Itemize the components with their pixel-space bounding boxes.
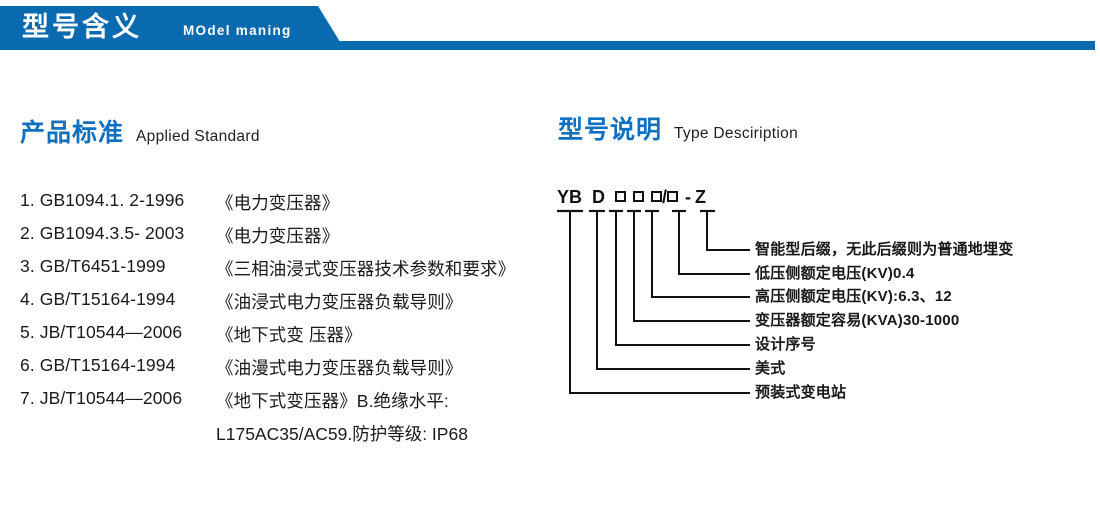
page-title-en: MOdel maning (183, 23, 292, 38)
section-heading-cn: 产品标准 (20, 119, 125, 147)
code-placeholder-box (633, 191, 645, 202)
standard-name-continuation: L175AC35/AC59.防护等级: IP68 (216, 424, 468, 444)
header-accent-block (0, 6, 345, 50)
section-heading-applied-standard: 产品标准 Applied Standard (20, 113, 260, 149)
standard-name: 《电力变压器》 (216, 226, 340, 246)
type-label-rated-capacity: 变压器额定容易(KVA)30-1000 (755, 312, 960, 329)
page-title-cn: 型号含义 (22, 12, 142, 42)
page-header-banner: 型号含义 MOdel maning (0, 0, 1100, 56)
leader-line-3 (651, 211, 750, 298)
standard-code: 7. JB/T10544—2006 (20, 388, 183, 408)
leader-line-diagram (557, 209, 750, 394)
code-segment-dash: - (685, 187, 692, 207)
standard-name: 《地下式变压器》B.绝缘水平: (216, 391, 449, 411)
standard-code: 5. JB/T10544—2006 (20, 322, 183, 342)
code-segment-slash: / (662, 187, 668, 207)
type-label-american-style: 美式 (755, 360, 786, 377)
code-segment-yb: YB (557, 187, 583, 207)
type-label-smart-suffix: 智能型后缀，无此后缀则为普通地埋变 (755, 241, 1014, 258)
standard-code: 3. GB/T6451-1999 (20, 256, 166, 276)
standard-name: 《电力变压器》 (216, 193, 340, 213)
standard-name: 《油漫式电力变压器负载导则》 (216, 358, 463, 378)
standard-code: 1. GB1094.1. 2-1996 (20, 190, 185, 210)
code-placeholder-box (667, 191, 679, 202)
type-code-string: YB D /-Z (557, 186, 706, 208)
list-item: 4. GB/T15164-1994 《油浸式电力变压器负载导则》 (20, 289, 560, 322)
standard-name: 《地下式变 压器》 (216, 325, 362, 345)
standard-code: 4. GB/T15164-1994 (20, 289, 176, 309)
leader-lines (569, 211, 750, 394)
header-accent-bar (316, 41, 1095, 50)
code-segment-d: D (592, 187, 606, 207)
standard-name: 《三相油浸式变压器技术参数和要求》 (216, 259, 516, 279)
leader-line-6 (596, 211, 750, 370)
applied-standards-list: 1. GB1094.1. 2-1996 《电力变压器》 2. GB1094.3.5… (20, 190, 560, 454)
code-placeholder-box (651, 191, 663, 202)
leader-line-7 (569, 211, 750, 394)
section-heading-en: Type Desciription (674, 125, 798, 142)
section-heading-type-description: 型号说明 Type Desciription (558, 110, 798, 146)
standard-code: 6. GB/T15164-1994 (20, 355, 176, 375)
type-label-lv-rated-voltage: 低压侧额定电压(KV)0.4 (755, 265, 915, 282)
list-item: 5. JB/T10544—2006 《地下式变 压器》 (20, 322, 560, 355)
leader-line-4 (633, 211, 750, 322)
standard-name: 《油浸式电力变压器负载导则》 (216, 292, 463, 312)
list-item: 6. GB/T15164-1994 《油漫式电力变压器负载导则》 (20, 355, 560, 388)
list-item: 7. JB/T10544—2006 《地下式变压器》B.绝缘水平: (20, 388, 560, 421)
type-label-prefab-substation: 预装式变电站 (755, 384, 847, 401)
leader-line-2 (678, 211, 750, 275)
leader-line-5 (615, 211, 750, 346)
section-heading-en: Applied Standard (136, 128, 260, 145)
type-label-hv-rated-voltage: 高压侧额定电压(KV):6.3、12 (755, 288, 952, 305)
section-heading-cn: 型号说明 (558, 116, 663, 144)
code-segment-z: Z (695, 187, 707, 207)
list-item: 1. GB1094.1. 2-1996 《电力变压器》 (20, 190, 560, 223)
list-item: 2. GB1094.3.5- 2003 《电力变压器》 (20, 223, 560, 256)
standard-code: 2. GB1094.3.5- 2003 (20, 223, 185, 243)
code-placeholder-box (615, 191, 627, 202)
type-label-design-serial: 设计序号 (755, 336, 816, 353)
leader-line-1 (706, 211, 750, 251)
list-item: 3. GB/T6451-1999 《三相油浸式变压器技术参数和要求》 (20, 256, 560, 289)
